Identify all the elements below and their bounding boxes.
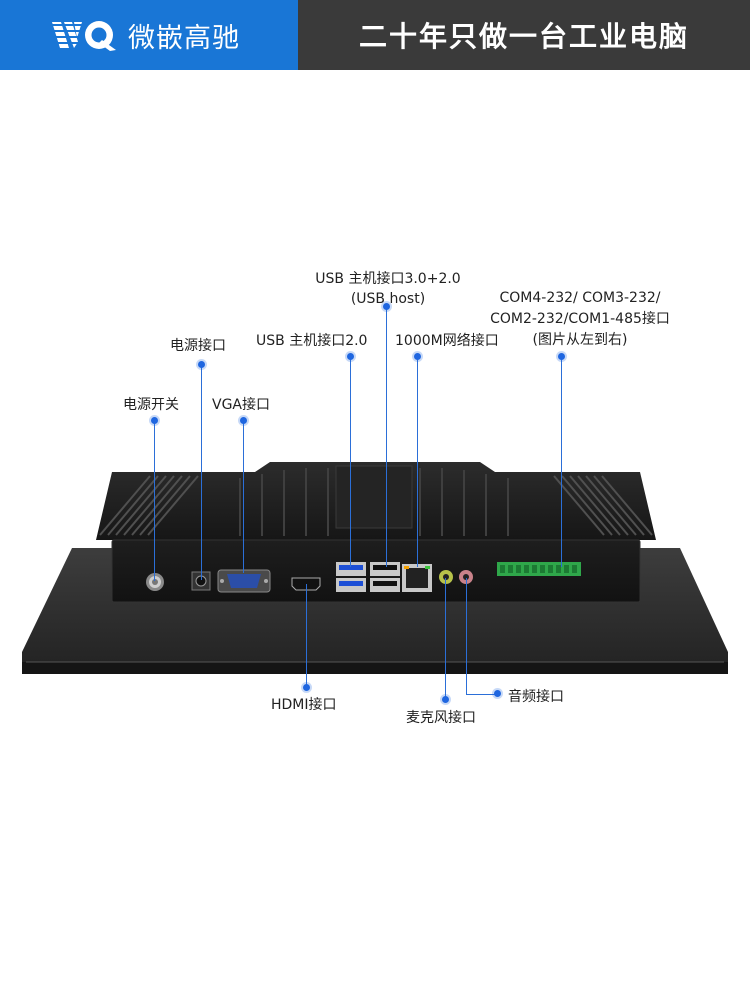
callout-dot-usb30 bbox=[383, 303, 390, 310]
callout-hline-audio bbox=[466, 694, 498, 695]
label-usb30-line1: USB 主机接口3.0+2.0 bbox=[315, 271, 461, 287]
callout-line-com bbox=[561, 357, 562, 567]
callout-line-mic bbox=[445, 578, 446, 700]
brand-logo bbox=[52, 18, 122, 52]
callout-line-lan bbox=[417, 357, 418, 567]
label-usb20: USB 主机接口2.0 bbox=[256, 333, 368, 349]
usb-port-stack-left bbox=[336, 562, 366, 592]
callout-dot-com bbox=[558, 353, 565, 360]
com-terminal-block bbox=[497, 562, 581, 576]
callout-dot-vga bbox=[240, 417, 247, 424]
label-usb30: USB 主机接口3.0+2.0 (USB host) bbox=[300, 270, 476, 308]
callout-line-hdmi bbox=[306, 584, 307, 688]
lan-port bbox=[402, 564, 432, 592]
brand-block: 微嵌高驰 bbox=[0, 0, 298, 70]
label-com-line3: (图片从左到右) bbox=[532, 332, 628, 348]
heatsink-body bbox=[96, 462, 656, 540]
header-banner: 微嵌高驰 二十年只做一台工业电脑 bbox=[0, 0, 750, 70]
power-switch bbox=[146, 573, 164, 591]
mic-jack bbox=[439, 570, 453, 584]
slogan-bar: 二十年只做一台工业电脑 bbox=[298, 0, 750, 70]
callout-line-usb20 bbox=[350, 357, 351, 567]
label-com-line2: COM2-232/COM1-485接口 bbox=[490, 311, 670, 327]
power-jack bbox=[191, 571, 211, 591]
callout-dot-mic bbox=[442, 696, 449, 703]
label-lan: 1000M网络接口 bbox=[395, 333, 499, 349]
label-audio: 音频接口 bbox=[508, 689, 564, 705]
label-mic: 麦克风接口 bbox=[406, 710, 476, 726]
callout-line-power-port bbox=[201, 365, 202, 580]
callout-line-power-switch bbox=[154, 421, 155, 581]
label-power-switch: 电源开关 bbox=[123, 397, 179, 413]
callout-line-usb30 bbox=[386, 307, 387, 567]
label-hdmi: HDMI接口 bbox=[271, 697, 337, 713]
label-power-port: 电源接口 bbox=[170, 338, 226, 354]
label-usb30-line2: (USB host) bbox=[350, 291, 426, 307]
audio-jack bbox=[459, 570, 473, 584]
slogan-text: 二十年只做一台工业电脑 bbox=[358, 20, 689, 53]
label-vga: VGA接口 bbox=[212, 397, 271, 413]
callout-dot-power-port bbox=[198, 361, 205, 368]
callout-dot-hdmi bbox=[303, 684, 310, 691]
label-com: COM4-232/ COM3-232/ COM2-232/COM1-485接口 … bbox=[470, 288, 690, 351]
callout-dot-lan bbox=[414, 353, 421, 360]
callout-dot-usb20 bbox=[347, 353, 354, 360]
callout-dot-power-switch bbox=[151, 417, 158, 424]
callout-dot-audio bbox=[494, 690, 501, 697]
callout-line-vga bbox=[243, 421, 244, 573]
brand-name: 微嵌高驰 bbox=[128, 22, 240, 54]
label-com-line1: COM4-232/ COM3-232/ bbox=[499, 290, 661, 306]
usb-port-stack-right bbox=[370, 562, 400, 592]
callout-line-audio bbox=[466, 578, 467, 694]
vga-port bbox=[217, 569, 271, 593]
